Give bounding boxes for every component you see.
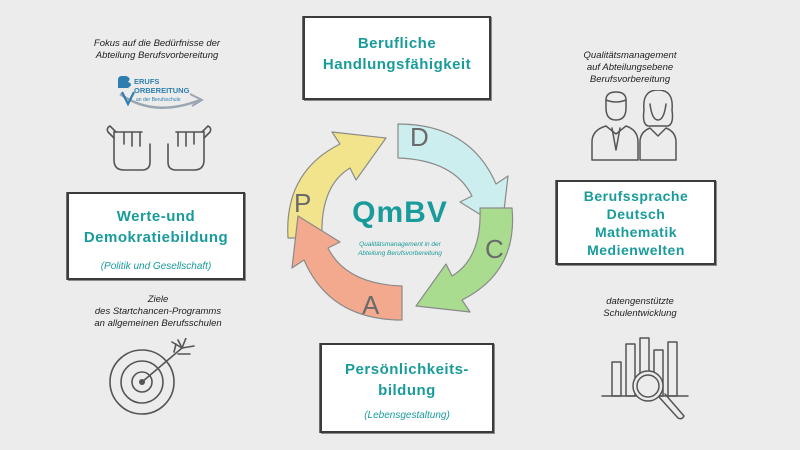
box-title-line1: Berufliche — [357, 35, 437, 52]
center-subtitle: Qualitätsmanagement in der Abteilung Ber… — [335, 240, 465, 258]
logo: ERUFS ORBEREITUNG an der Berufsschule — [118, 76, 205, 109]
caption-top-left: Fokus auf die Bedürfnisse der Abteilung … — [72, 38, 242, 62]
caption-line: auf Abteilungsebene — [586, 62, 674, 73]
box-line-medienwelten: Medienwelten — [587, 242, 685, 258]
chart-magnifier-icon — [601, 337, 689, 420]
box-line-deutsch: Deutsch — [606, 206, 666, 222]
box-line-mathematik: Mathematik — [594, 224, 678, 240]
logo-text-line2: ORBEREITUNG — [134, 86, 190, 95]
plan-arrow — [287, 131, 387, 239]
box-title-line2: Demokratiebildung — [83, 229, 229, 246]
box-line-berufssprache: Berufssprache — [583, 188, 689, 204]
target-icon — [109, 338, 195, 415]
pdca-cycle: P D C A — [287, 122, 514, 321]
box-title-line2: Handlungsfähigkeit — [322, 56, 472, 73]
box-title-line2: bildung — [378, 382, 436, 399]
caption-line: datengenstützte — [606, 296, 674, 307]
caption-line: Abteilung Berufsvorbereitung — [95, 50, 219, 61]
caption-bottom-left: Ziele des Startchancen-Programms an allg… — [78, 294, 238, 330]
caption-line: an allgemeinen Berufsschulen — [94, 318, 222, 329]
hands-frame-icon: ERUFS ORBEREITUNG an der Berufsschule — [106, 76, 212, 171]
box-werte-demokratiebildung: Werte-und Demokratiebildung (Politik und… — [67, 192, 245, 280]
center-subtitle-line: Abteilung Berufsvorbereitung — [358, 250, 442, 257]
caption-line: Qualitätsmanagement — [583, 50, 677, 61]
box-subtitle: (Lebensgestaltung) — [364, 410, 450, 421]
box-berufliche-handlungsfaehigkeit: Berufliche Handlungsfähigkeit — [303, 16, 491, 100]
logo-text-line3: an der Berufsschule — [136, 97, 181, 103]
do-arrow — [397, 123, 509, 229]
box-title-line1: Werte-und — [116, 208, 196, 225]
caption-bottom-right: datengenstützte Schulentwicklung — [570, 296, 710, 320]
logo-text-line1: ERUFS — [134, 77, 159, 86]
do-letter: D — [410, 122, 429, 152]
check-letter: C — [485, 234, 504, 264]
center-title: QmBV — [352, 196, 448, 229]
caption-line: Ziele — [147, 294, 169, 305]
caption-line: Fokus auf die Bedürfnisse der — [93, 38, 221, 49]
box-berufssprache: Berufssprache Deutsch Mathematik Medienw… — [556, 180, 716, 265]
check-arrow — [415, 207, 514, 313]
center-subtitle-line: Qualitätsmanagement in der — [359, 241, 441, 248]
people-icon — [591, 90, 677, 161]
box-persoenlichkeitsbildung: Persönlichkeits- bildung (Lebensgestaltu… — [320, 343, 494, 433]
caption-line: Berufsvorbereitung — [589, 74, 671, 85]
box-title-line1: Persönlichkeits- — [345, 361, 469, 378]
plan-letter: P — [294, 188, 311, 218]
act-letter: A — [362, 290, 380, 320]
caption-top-right: Qualitätsmanagement auf Abteilungsebene … — [560, 50, 700, 86]
caption-line: Schulentwicklung — [603, 308, 677, 319]
caption-line: des Startchancen-Programms — [94, 306, 222, 317]
act-arrow — [291, 215, 403, 321]
box-subtitle: (Politik und Gesellschaft) — [100, 261, 212, 272]
